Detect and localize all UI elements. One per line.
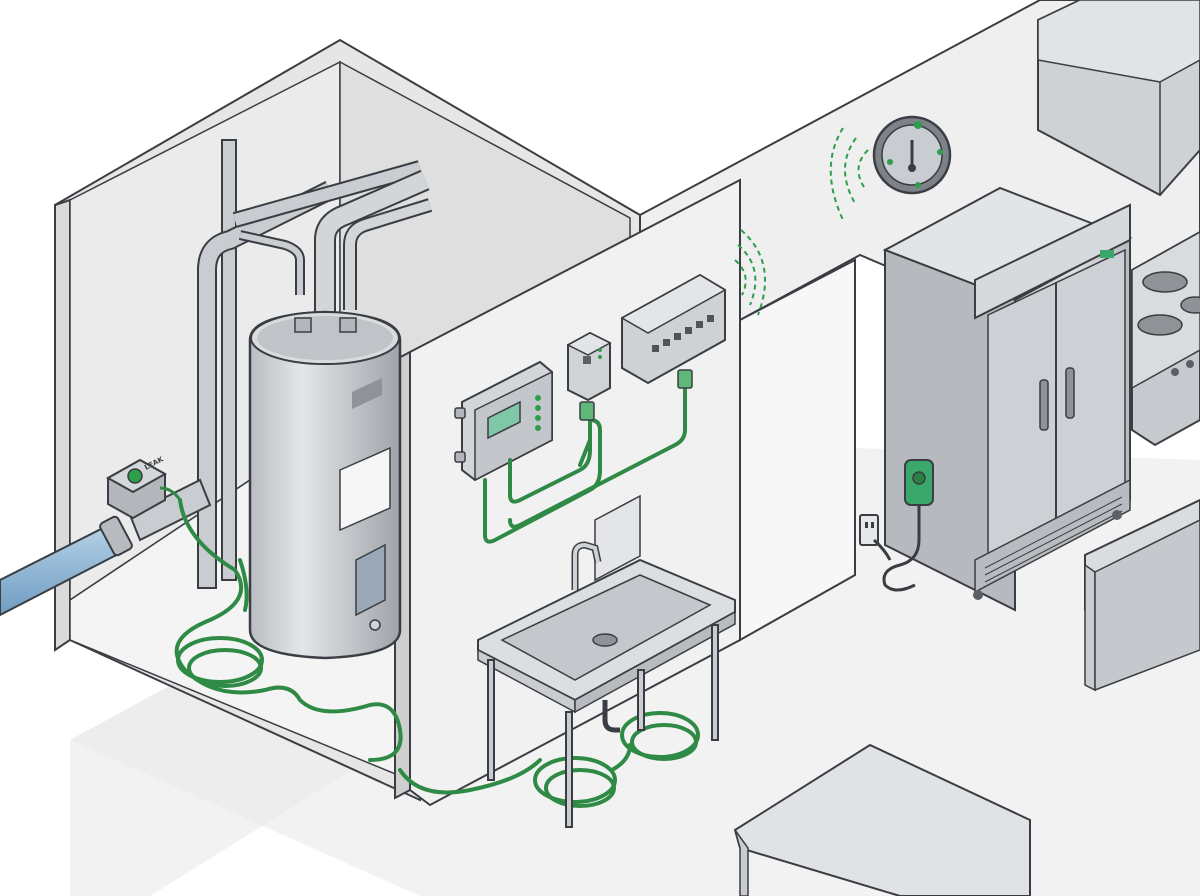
prep-table-right bbox=[1084, 498, 1200, 692]
network-switch[interactable] bbox=[620, 273, 727, 385]
thermometer-signal-icon bbox=[829, 127, 869, 223]
sensor-cable-icon bbox=[174, 383, 700, 808]
wifi-signal-icon bbox=[734, 229, 766, 316]
controller-panel[interactable] bbox=[454, 360, 553, 482]
exhaust-hood bbox=[1037, 0, 1200, 197]
current-clamp[interactable] bbox=[882, 459, 934, 592]
range[interactable] bbox=[1131, 230, 1200, 447]
prep-table bbox=[733, 743, 1031, 896]
sink[interactable] bbox=[477, 494, 736, 828]
doorway bbox=[739, 258, 856, 642]
wall-thermometer[interactable] bbox=[872, 115, 952, 195]
shutoff-valve[interactable]: LEAK bbox=[105, 455, 182, 520]
wall-outlet[interactable] bbox=[859, 514, 892, 561]
ethernet-connectors bbox=[579, 369, 693, 421]
plumbing-pipes bbox=[197, 139, 433, 589]
network-bridge[interactable] bbox=[566, 331, 612, 402]
water-heater[interactable] bbox=[248, 310, 402, 660]
water-supply-pipe bbox=[0, 478, 212, 617]
